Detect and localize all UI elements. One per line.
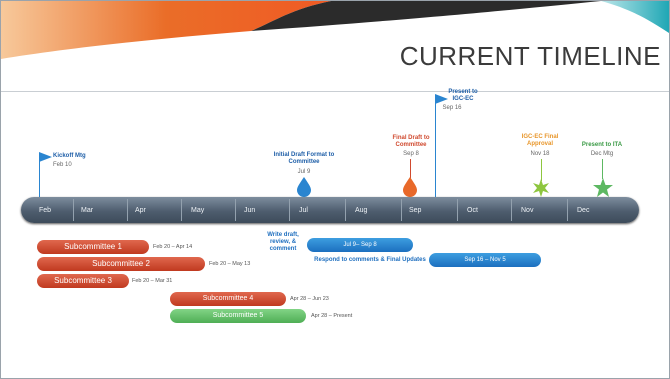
divider [1,91,669,92]
subcommittee-4-bar: Subcommittee 4 [170,292,286,306]
igc-approval-stem [541,159,542,181]
subcommittee-1-bar: Subcommittee 1 [37,240,149,254]
header-swoosh [1,1,669,59]
kickoff-label: Kickoff Mtg [53,153,86,159]
subcommittee-3-range: Feb 20 – Mar 31 [132,278,173,284]
draft-format-date: Jul 9 [297,169,311,175]
write-draft-bar: Jul 9– Sep 8 [307,238,413,252]
month-label: Mar [81,207,94,214]
axis-separator [345,199,346,221]
axis-separator [73,199,74,221]
present-ita-label: Present to ITA [581,142,623,148]
page-title: CURRENT TIMELINE [399,41,661,71]
final-draft-date: Sep 8 [403,151,419,157]
axis-separator [289,199,290,221]
axis-separator [567,199,568,221]
respond-bar: Sep 16 – Nov 5 [429,253,541,267]
subcommittee-2-range: Feb 20 – May 13 [209,261,251,267]
month-label: Feb [39,207,52,214]
axis-separator [457,199,458,221]
present-ita-date: Dec Mtg [590,151,614,157]
month-label: Aug [355,207,368,214]
kickoff-date: Feb 10 [53,162,72,168]
star-icon [593,178,613,197]
month-label: Apr [135,207,146,214]
present-igc-date: Sep 16 [442,105,462,111]
kickoff-stem [39,153,40,198]
month-label: Sep [409,207,422,214]
axis-separator [401,199,402,221]
kickoff-flag-icon [39,152,52,162]
draft-drop-icon [297,177,311,197]
axis-separator [127,199,128,221]
axis-separator [235,199,236,221]
month-label: Nov [521,207,534,214]
month-label: Oct [467,207,478,214]
axis-separator [181,199,182,221]
subcommittee-4-range: Apr 28 – Jun 23 [290,296,329,302]
subcommittee-2-bar: Subcommittee 2 [37,257,205,271]
write-draft-label: Write draft, review, & comment [267,232,299,252]
present-igc-flag-icon [435,94,448,104]
burst-icon [533,179,549,197]
final-draft-stem [410,159,411,179]
final-drop-icon [403,177,417,197]
subcommittee-5-range: Apr 28 – Present [311,313,353,319]
subcommittee-5-bar: Subcommittee 5 [170,309,306,323]
igc-approval-date: Nov 18 [530,151,550,157]
axis-separator [511,199,512,221]
present-ita-stem [602,159,603,179]
month-label: Dec [577,207,590,214]
subcommittee-3-bar: Subcommittee 3 [37,274,129,288]
igc-approval-label: IGC-EC Final Approval [521,134,559,147]
respond-label: Respond to comments & Final Updates [314,257,426,263]
timeline-axis [21,197,639,223]
draft-format-label: Initial Draft Format to Committee [273,152,335,165]
month-label: Jun [244,207,256,214]
final-draft-label: Final Draft to Committee [392,135,430,148]
present-igc-stem [435,95,436,198]
month-label: Jul [299,207,308,214]
present-igc-label: Present to IGC-EC [448,89,478,102]
subcommittee-1-range: Feb 20 – Apr 14 [153,244,193,250]
month-label: May [191,207,205,214]
